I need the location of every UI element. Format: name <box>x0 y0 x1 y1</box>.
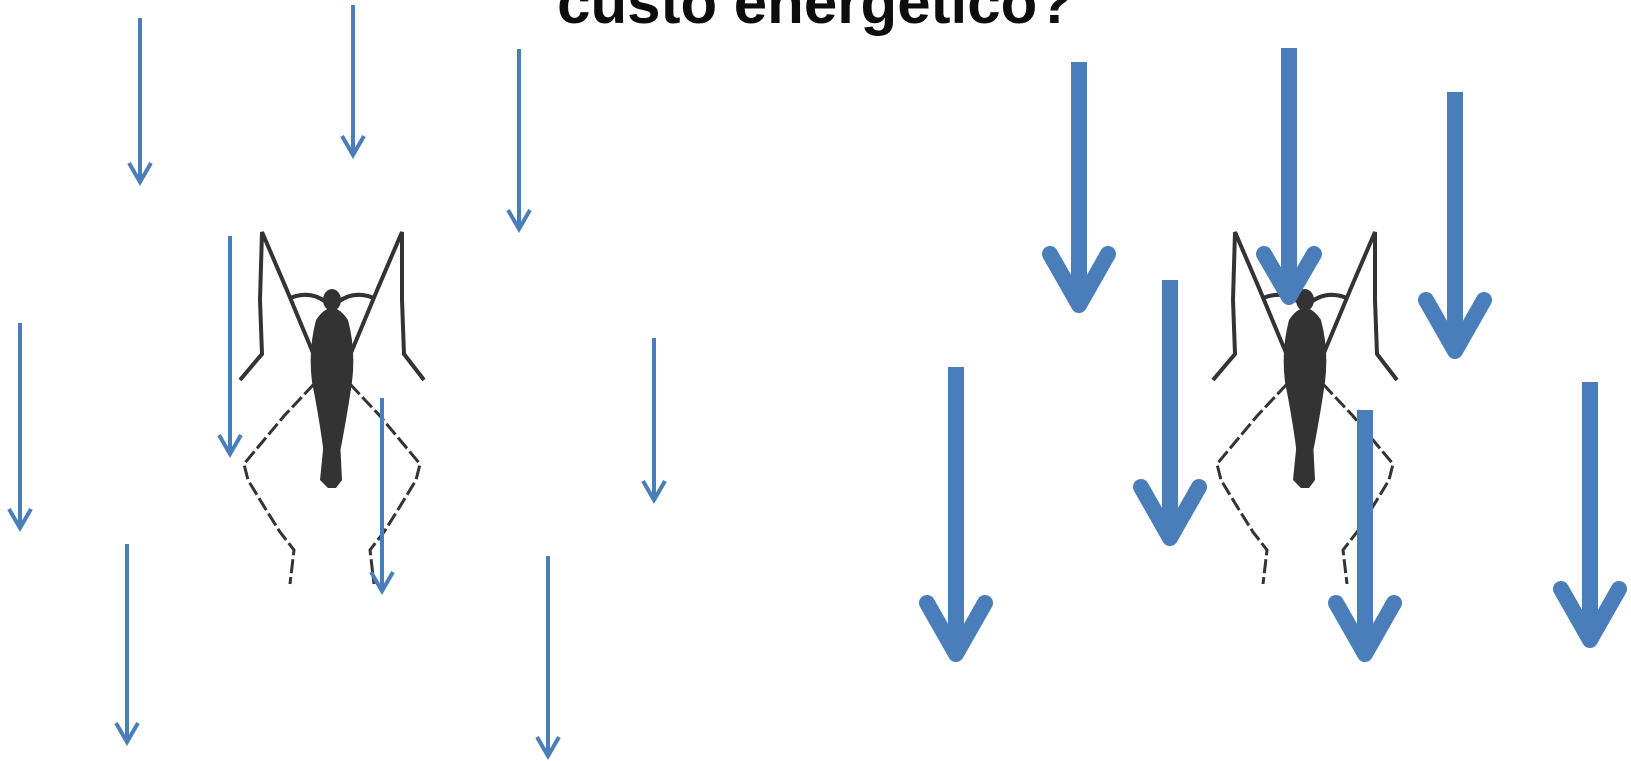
thin-arrow <box>535 556 561 760</box>
light-rain-panel <box>7 5 667 760</box>
thin-arrow <box>340 5 366 159</box>
water-strider-icon <box>238 230 426 586</box>
thick-arrow <box>1256 48 1322 305</box>
thin-arrow <box>506 49 532 233</box>
thin-arrow <box>641 338 667 504</box>
thick-arrow <box>1042 62 1116 313</box>
thick-arrow <box>919 367 993 662</box>
thin-arrow <box>217 236 243 458</box>
thin-arrow <box>127 18 153 186</box>
thin-arrow <box>369 398 395 595</box>
thick-arrow <box>1328 410 1402 662</box>
thick-arrow <box>1553 382 1627 648</box>
thick-arrow <box>1418 92 1492 359</box>
thin-arrow <box>114 544 140 746</box>
slide-title: custo energético? <box>557 0 1074 36</box>
heavy-rain-panel <box>919 48 1627 662</box>
thick-arrow <box>1133 280 1207 546</box>
thin-arrow <box>7 323 33 532</box>
